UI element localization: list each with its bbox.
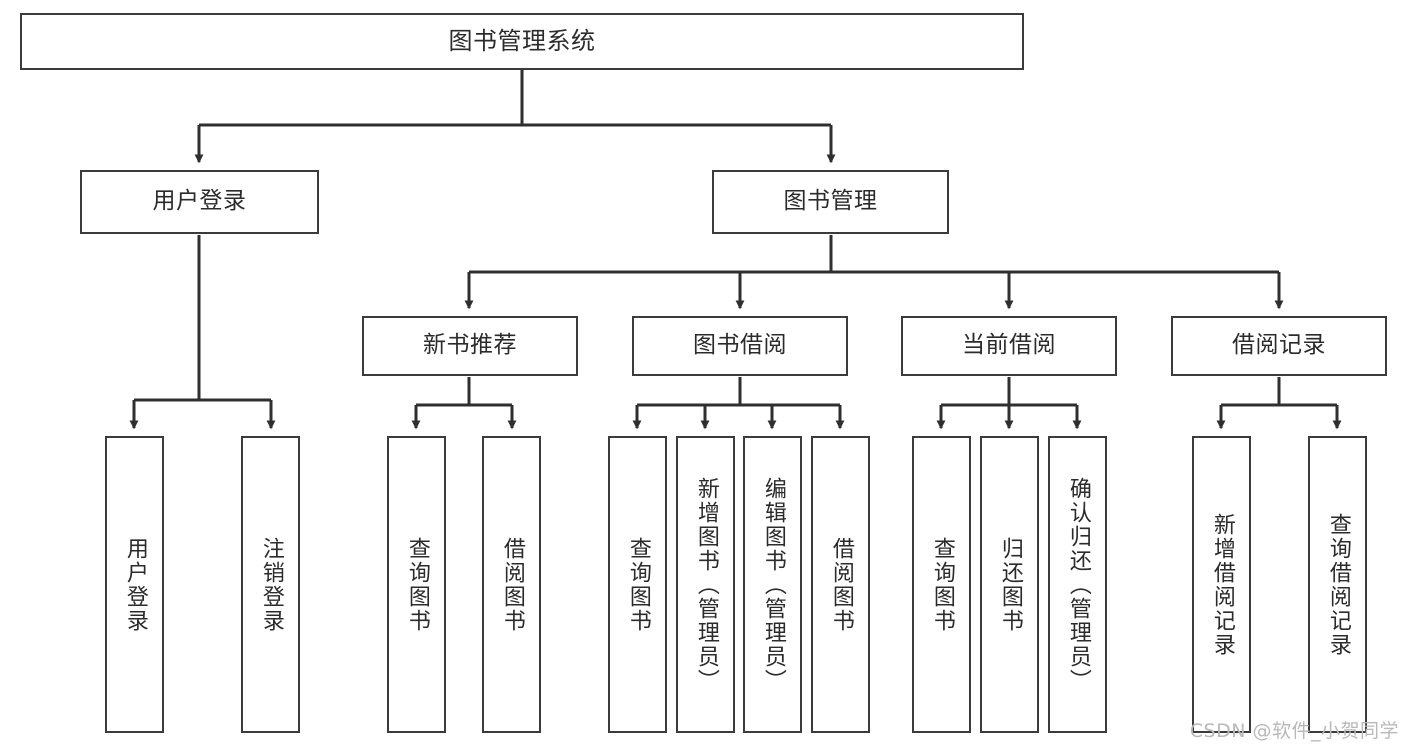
node-leaf-query-book-1[interactable]: 查询图书 (387, 436, 446, 733)
node-leaf-query-book-3-label: 查询图书 (929, 536, 955, 633)
node-leaf-borrow-book-1[interactable]: 借阅图书 (482, 436, 541, 733)
node-user-login-label: 用户登录 (152, 188, 247, 215)
node-book-manage-label: 图书管理 (783, 188, 878, 215)
node-book-manage[interactable]: 图书管理 (712, 170, 949, 234)
node-root-label: 图书管理系统 (448, 27, 596, 56)
node-leaf-borrow-book-1-label: 借阅图书 (499, 536, 525, 633)
node-current-borrow[interactable]: 当前借阅 (901, 316, 1117, 376)
node-book-borrow[interactable]: 图书借阅 (632, 316, 848, 376)
node-new-book-recommend[interactable]: 新书推荐 (362, 316, 578, 376)
node-leaf-edit-book[interactable]: 编辑图书（管理员） (743, 436, 802, 733)
node-leaf-borrow-book-2[interactable]: 借阅图书 (811, 436, 870, 733)
node-leaf-confirm-return[interactable]: 确认归还（管理员） (1048, 436, 1107, 733)
node-root-book-management-system[interactable]: 图书管理系统 (20, 13, 1024, 70)
node-leaf-query-book-2[interactable]: 查询图书 (608, 436, 667, 733)
node-leaf-return-book-label: 归还图书 (997, 536, 1023, 633)
node-leaf-edit-book-label: 编辑图书（管理员） (760, 476, 786, 693)
node-leaf-query-borrow-record-label: 查询借阅记录 (1325, 512, 1351, 657)
node-leaf-return-book[interactable]: 归还图书 (980, 436, 1039, 733)
node-leaf-user-login[interactable]: 用户登录 (105, 436, 164, 733)
watermark: CSDN @软件_小贺同学 (1189, 720, 1399, 742)
node-leaf-logout-login[interactable]: 注销登录 (241, 436, 300, 733)
node-borrow-record[interactable]: 借阅记录 (1171, 316, 1387, 376)
node-leaf-logout-login-label: 注销登录 (258, 536, 284, 633)
node-book-borrow-label: 图书借阅 (693, 332, 787, 359)
node-leaf-add-book[interactable]: 新增图书（管理员） (676, 436, 735, 733)
node-leaf-add-borrow-record[interactable]: 新增借阅记录 (1192, 436, 1251, 733)
node-leaf-user-login-label: 用户登录 (122, 536, 148, 633)
node-leaf-confirm-return-label: 确认归还（管理员） (1065, 476, 1091, 693)
node-leaf-borrow-book-2-label: 借阅图书 (828, 536, 854, 633)
node-leaf-query-book-3[interactable]: 查询图书 (912, 436, 971, 733)
node-user-login[interactable]: 用户登录 (80, 170, 319, 234)
node-new-book-recommend-label: 新书推荐 (423, 332, 517, 359)
node-leaf-add-borrow-record-label: 新增借阅记录 (1209, 512, 1235, 657)
node-leaf-query-book-1-label: 查询图书 (404, 536, 430, 633)
node-leaf-query-book-2-label: 查询图书 (625, 536, 651, 633)
node-leaf-add-book-label: 新增图书（管理员） (693, 476, 719, 693)
node-current-borrow-label: 当前借阅 (962, 332, 1056, 359)
node-borrow-record-label: 借阅记录 (1232, 332, 1326, 359)
node-leaf-query-borrow-record[interactable]: 查询借阅记录 (1308, 436, 1367, 733)
